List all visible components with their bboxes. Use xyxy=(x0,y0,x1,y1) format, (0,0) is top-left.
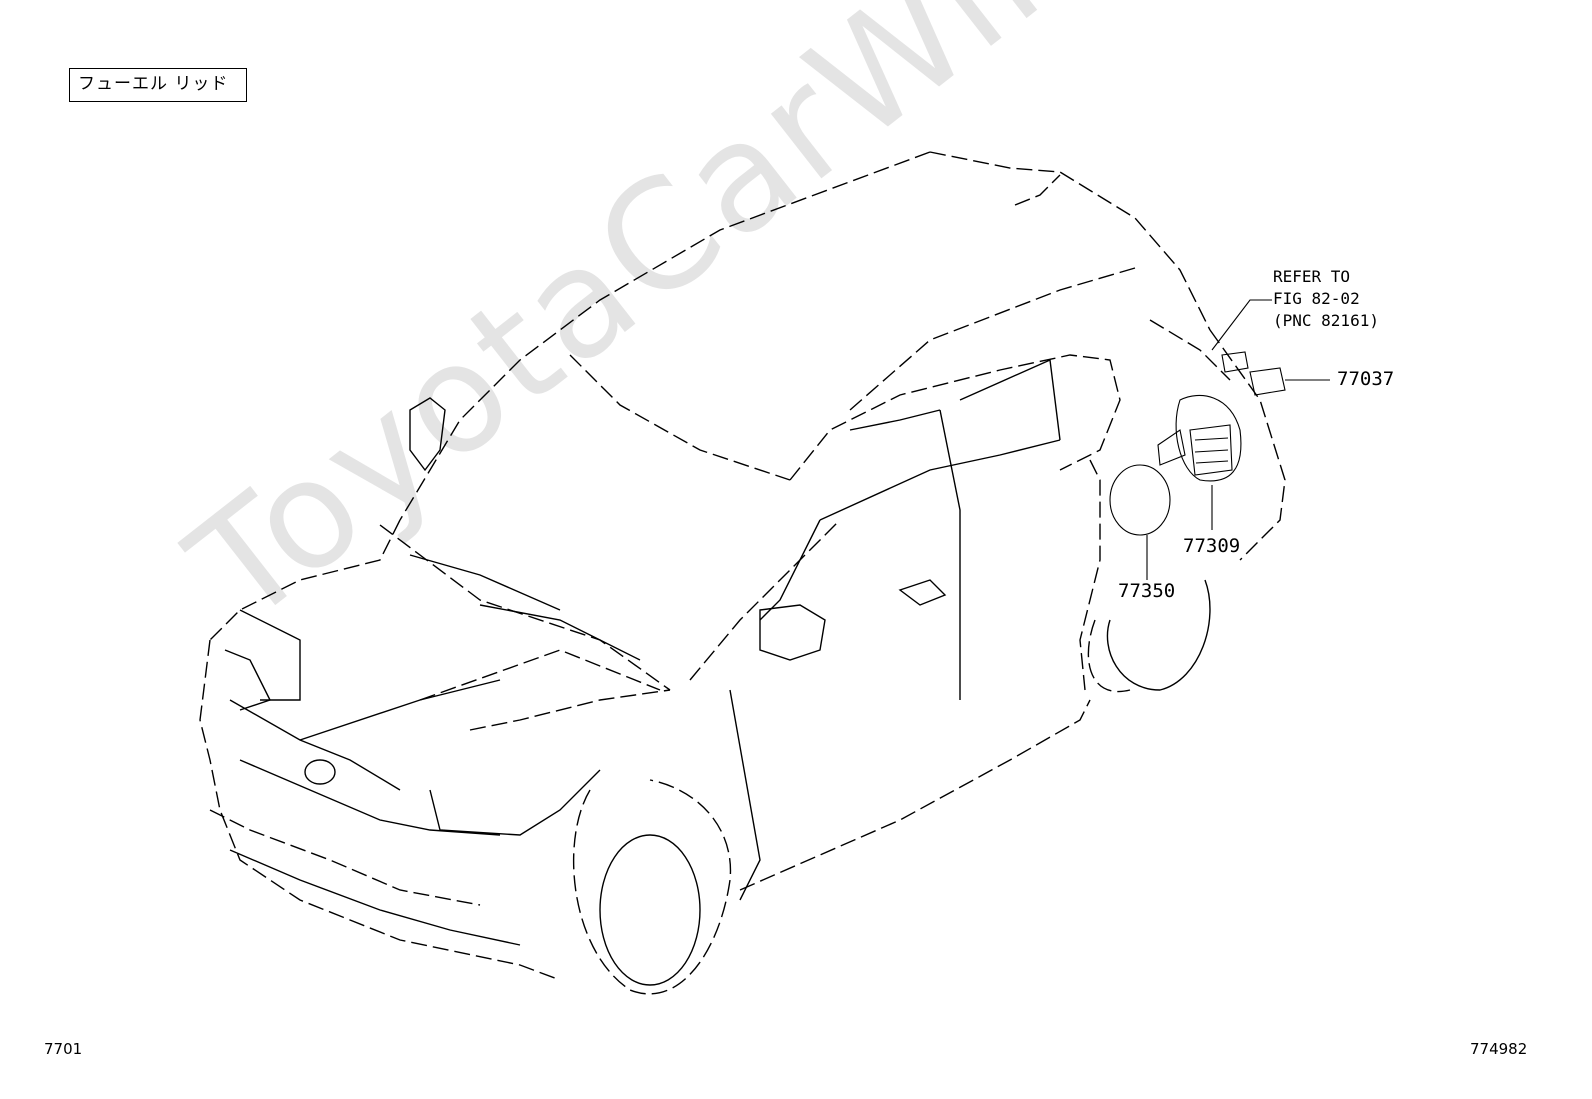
part-number-77350: 77350 xyxy=(1118,580,1176,602)
part-number-77309: 77309 xyxy=(1183,535,1241,557)
part-number-77037: 77037 xyxy=(1337,368,1395,390)
reference-line-3: (PNC 82161) xyxy=(1273,311,1379,330)
car-body-outline xyxy=(199,151,1330,995)
diagram-title: フューエル リッド xyxy=(69,68,247,102)
footer-left-code: 7701 xyxy=(44,1040,83,1058)
reference-note: REFER TO FIG 82-02 (PNC 82161) xyxy=(1273,266,1379,332)
reference-line-1: REFER TO xyxy=(1273,267,1351,286)
footer-right-code: 774982 xyxy=(1470,1040,1528,1058)
reference-line-2: FIG 82-02 xyxy=(1273,289,1360,308)
